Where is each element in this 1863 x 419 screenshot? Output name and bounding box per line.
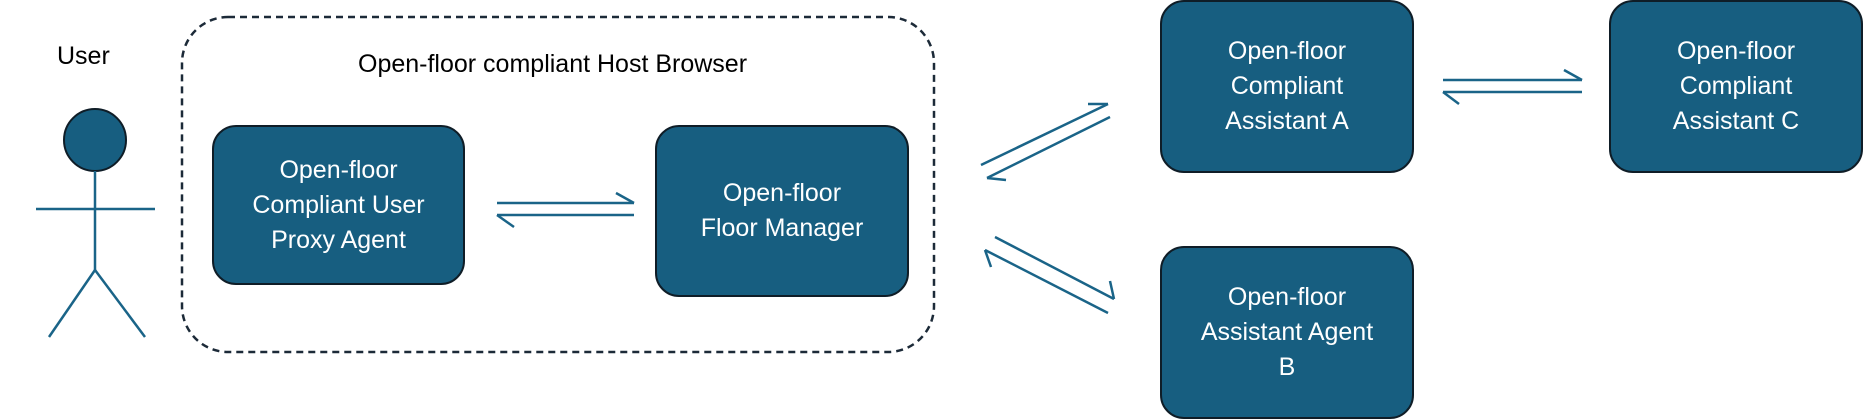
floor-manager-node: Open-floor Floor Manager — [655, 125, 909, 297]
arrow-back-line — [986, 115, 1111, 180]
arrow-floor-manager-assistant-b — [983, 235, 1116, 315]
arrow-forward-head — [615, 191, 635, 205]
arrow-back-head — [1442, 91, 1460, 105]
assistant-b-label: Open-floor Assistant Agent B — [1200, 283, 1374, 381]
container-title: Open-floor compliant Host Browser — [358, 50, 748, 78]
arrow-back-head — [983, 249, 993, 268]
arrow-proxy-floor-manager — [496, 191, 635, 229]
assistant-b-node: Open-floor Assistant Agent B — [1160, 246, 1414, 419]
arrow-forward-head — [1563, 68, 1583, 82]
floor-manager-label: Open-floor Floor Manager — [700, 179, 864, 242]
arrow-back-head — [496, 213, 515, 229]
actor-left-leg — [47, 269, 97, 338]
assistant-a-label: Open-floor Compliant Assistant A — [1225, 37, 1349, 135]
assistant-a-node: Open-floor Compliant Assistant A — [1160, 0, 1414, 173]
actor-right-leg — [93, 269, 147, 338]
arrow-forward-line — [980, 102, 1109, 167]
arrow-forward-head — [1108, 280, 1116, 300]
arrow-back-head — [986, 176, 1007, 182]
assistant-c-node: Open-floor Compliant Assistant C — [1609, 0, 1863, 173]
arrow-back-line — [984, 248, 1109, 315]
arrow-forward-line — [994, 235, 1115, 301]
user-proxy-agent-label: Open-floor Compliant User Proxy Agent — [252, 155, 425, 254]
user-label: User — [57, 42, 110, 70]
user-actor-icon — [36, 108, 155, 338]
arrow-floor-manager-assistant-a — [980, 102, 1111, 182]
actor-head — [63, 108, 127, 172]
arrow-assistant-a-assistant-c — [1442, 68, 1583, 105]
user-proxy-agent-node: Open-floor Compliant User Proxy Agent — [212, 125, 465, 285]
host-browser-container — [180, 15, 936, 354]
assistant-c-label: Open-floor Compliant Assistant C — [1672, 37, 1800, 135]
